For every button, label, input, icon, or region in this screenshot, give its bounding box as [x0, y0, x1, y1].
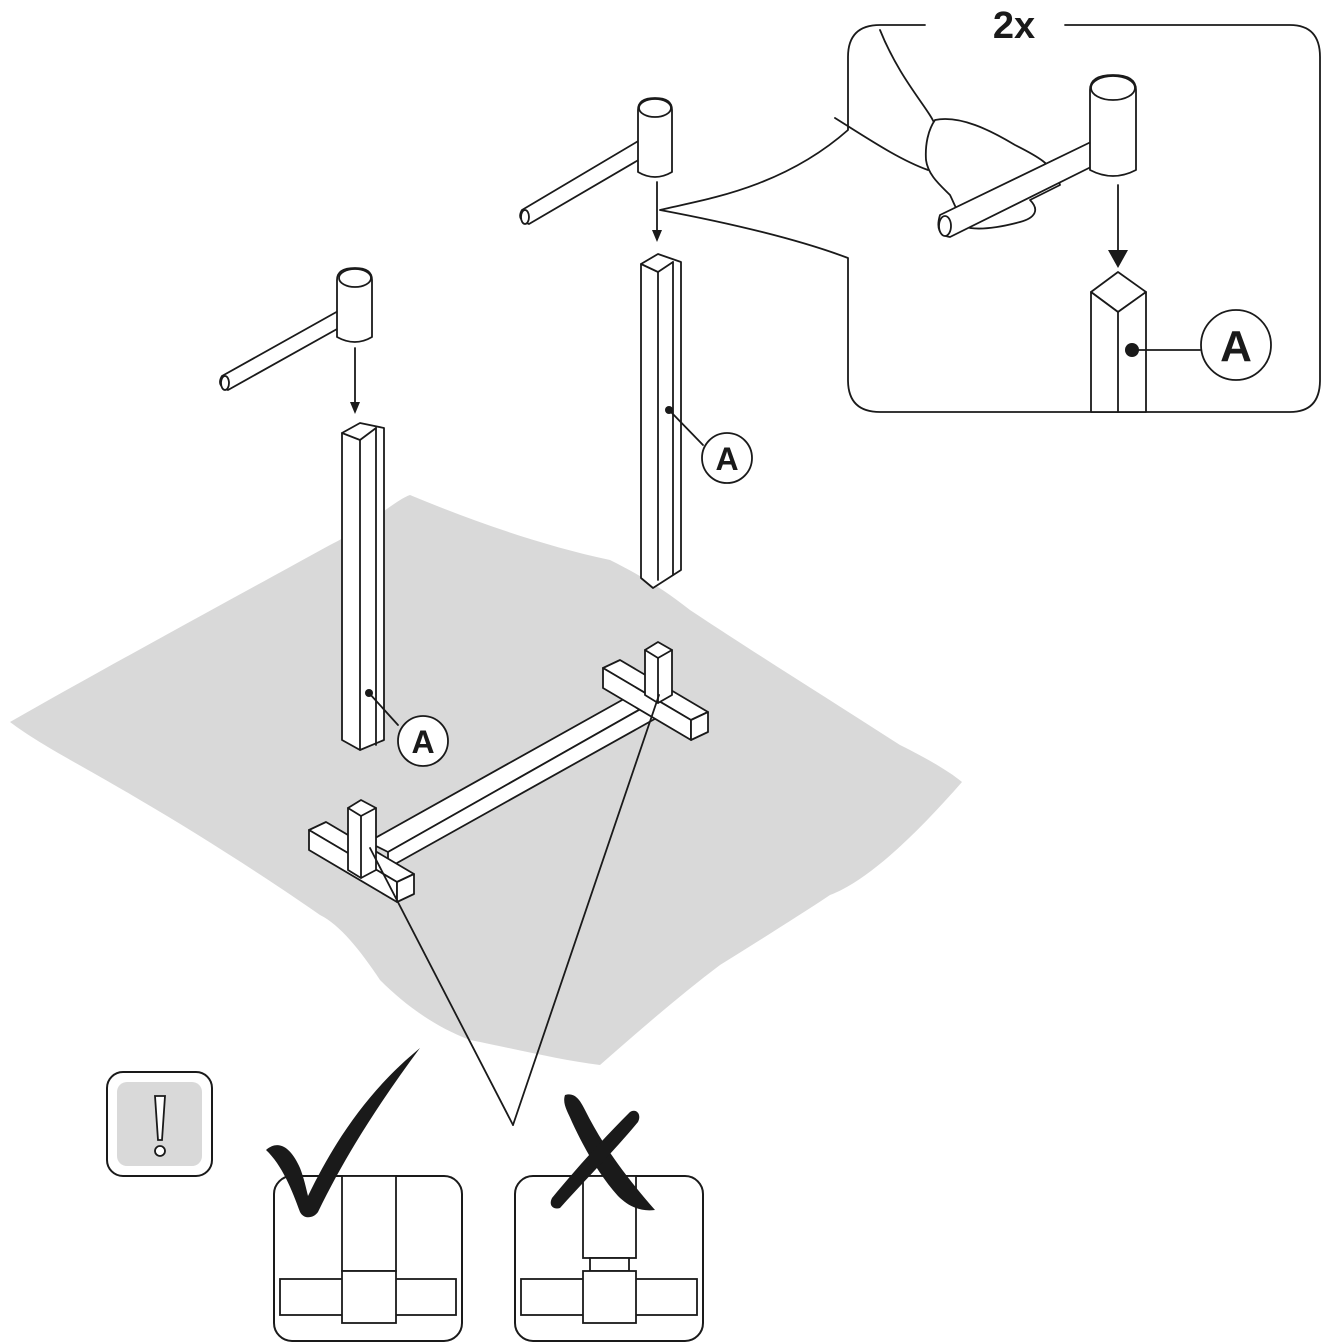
detail-leader-right	[512, 694, 660, 1126]
mallet-middle-icon	[519, 97, 673, 225]
arm-outline	[834, 29, 936, 171]
detail-leader-left	[369, 847, 514, 1126]
warning-box: !	[106, 1071, 213, 1177]
part-a-badge	[1200, 309, 1272, 381]
detail-callout: 2x A	[659, 5, 1321, 413]
callout-frame	[659, 24, 1321, 413]
part-a-label: A	[411, 724, 434, 760]
base-frame	[308, 641, 709, 903]
post-a-middle	[640, 253, 682, 589]
quantity-label: 2x	[993, 5, 1035, 47]
arrow-head	[652, 230, 662, 242]
leader-line	[368, 692, 399, 726]
checkmark-icon	[266, 1048, 420, 1218]
arrow-head	[1108, 250, 1128, 268]
post-a-left	[341, 422, 385, 751]
leader-line	[668, 409, 704, 446]
arrow-head	[350, 402, 360, 414]
post-a-detail	[1090, 271, 1147, 413]
part-a-label: A	[715, 441, 738, 477]
mallet-large-icon	[937, 74, 1137, 238]
part-a-label: A	[1220, 322, 1252, 371]
exclamation-icon	[154, 1095, 166, 1157]
part-a-badge	[701, 432, 753, 484]
wrong-detail	[514, 1094, 704, 1342]
correct-detail	[266, 1048, 463, 1342]
mallet-left-icon	[219, 267, 373, 391]
part-a-badge	[397, 715, 449, 767]
cross-icon	[550, 1094, 655, 1211]
glove-hand-icon	[924, 118, 1061, 230]
